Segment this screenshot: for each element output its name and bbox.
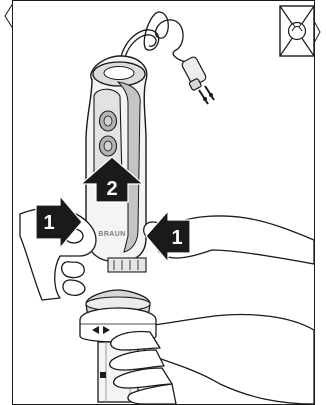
page-edge-notch-right [315, 22, 321, 42]
lift-step-label: 2 [106, 178, 117, 200]
speed-button-2 [100, 136, 117, 156]
page-edge-notch-left [5, 4, 13, 28]
right-press-label: 1 [171, 227, 182, 249]
brand-logo: BRAUN [98, 231, 125, 238]
unplug-warning-icon [280, 6, 314, 56]
speed-button-1 [100, 111, 117, 131]
left-press-label: 1 [43, 212, 54, 234]
coupling [108, 258, 146, 272]
